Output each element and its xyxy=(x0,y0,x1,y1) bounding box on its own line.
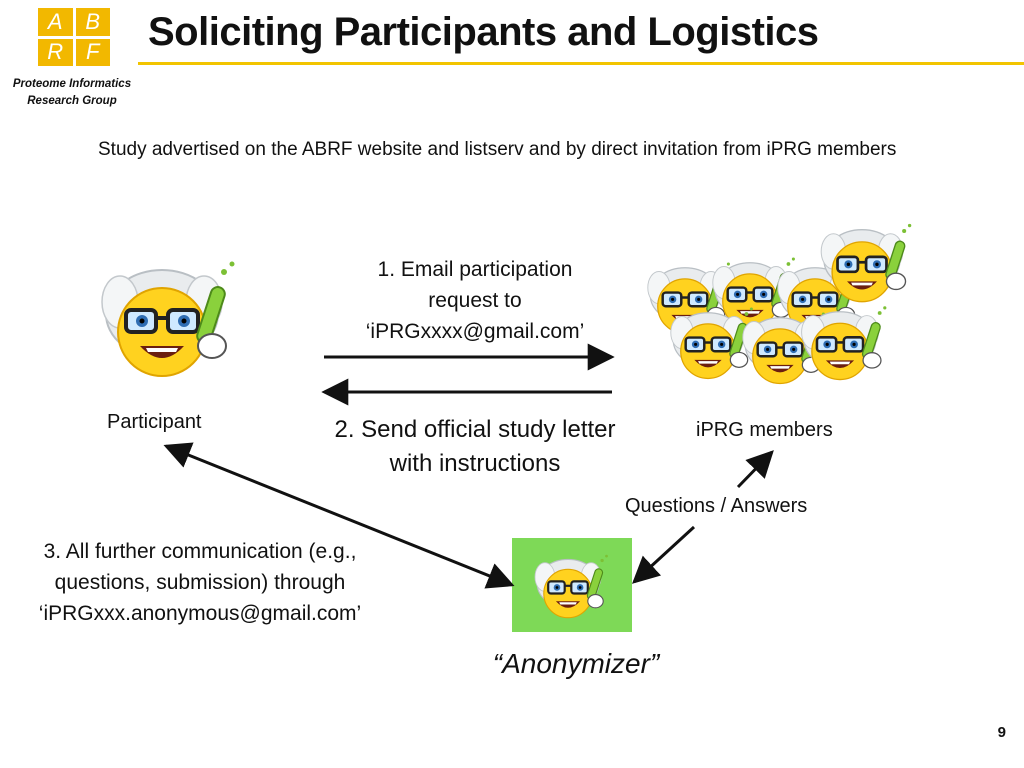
step3-text: 3. All further communication (e.g., ques… xyxy=(8,536,392,629)
step3-line: 3. All further communication (e.g., xyxy=(43,540,357,563)
abrf-logo: A B R F xyxy=(38,8,110,66)
participant-avatar-icon xyxy=(100,259,237,378)
org-name: Proteome Informatics Research Group xyxy=(4,76,140,110)
title-underline xyxy=(138,62,1024,65)
arrow-communication xyxy=(163,442,515,589)
logo-letter: R xyxy=(38,38,73,66)
anonymizer-label: “Anonymizer” xyxy=(492,648,660,679)
step2-text: 2. Send official study letter with instr… xyxy=(306,413,644,481)
logo-letter: F xyxy=(75,38,110,66)
qa-label: Questions / Answers xyxy=(625,495,808,517)
step2-line: 2. Send official study letter xyxy=(334,416,616,443)
arrow-qa-upper xyxy=(736,450,774,489)
slide-subtitle: Study advertised on the ABRF website and… xyxy=(98,139,897,160)
step1-line: ‘iPRGxxxx@gmail.com’ xyxy=(365,320,585,343)
step2-line: with instructions xyxy=(389,450,561,477)
step1-text: 1. Email participation request to ‘iPRGx… xyxy=(325,254,625,347)
slide-title: Soliciting Participants and Logistics xyxy=(148,10,819,54)
step3-line: ‘iPRGxxx.anonymous@gmail.com’ xyxy=(38,602,362,625)
participant-label: Participant xyxy=(107,411,202,433)
org-name-line1: Proteome Informatics xyxy=(12,78,132,90)
org-name-line2: Research Group xyxy=(27,95,117,107)
iprg-members-label: iPRG members xyxy=(696,419,833,441)
logo-letter: B xyxy=(75,8,110,36)
step3-line: questions, submission) through xyxy=(54,571,346,594)
arrow-qa-lower xyxy=(632,525,696,584)
step1-line: request to xyxy=(428,289,522,312)
page-number: 9 xyxy=(997,724,1006,741)
step1-line: 1. Email participation xyxy=(377,258,573,281)
iprg-group-icon xyxy=(646,222,913,385)
logo-letter: A xyxy=(38,8,73,36)
